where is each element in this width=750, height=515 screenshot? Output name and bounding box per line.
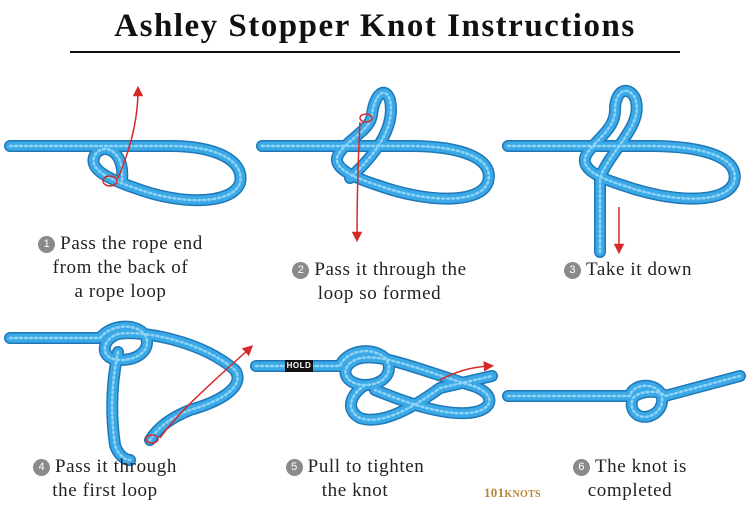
step-4-illustration (4, 320, 254, 466)
step-6-illustration (502, 370, 746, 423)
step-5-illustration (250, 345, 498, 426)
step-1-rope-end-marker (102, 175, 118, 187)
rope-step-6 (502, 370, 746, 423)
logo-number: 101 (484, 485, 505, 500)
rope-step-4 (4, 320, 244, 466)
step-1-line-3: a rope loop (74, 281, 167, 302)
step-2-illustration (256, 86, 495, 243)
logo-name: KNOTS (504, 489, 541, 500)
step-4-line-2: the first loop (52, 480, 158, 501)
step-5-line-2: the knot (321, 480, 389, 501)
step-1-line-2: from the back of (52, 257, 189, 278)
step-4-rope-end-marker (145, 434, 159, 444)
title-underline (70, 51, 680, 53)
hold-label: HOLD (285, 360, 313, 372)
page-title: Ashley Stopper Knot Instructions (114, 8, 636, 44)
step-3-number-badge: 3 (563, 262, 581, 279)
step-2-rope-end-marker (359, 113, 373, 123)
step-5-direction-arrow (439, 361, 495, 381)
step-3-illustration (502, 84, 741, 258)
rope-step-2 (256, 86, 495, 205)
site-logo: 101KNOTS (484, 485, 541, 501)
step-1-number-badge: 1 (38, 236, 56, 253)
step-4-number-badge: 4 (33, 459, 51, 476)
rope-step-1 (4, 140, 247, 207)
step-1-illustration (4, 85, 247, 207)
step-2-line-2: loop so formed (317, 283, 442, 304)
step-6-line-2: completed (587, 480, 673, 501)
rope-step-3 (502, 84, 741, 258)
step-1-direction-arrow (117, 85, 144, 179)
step-2-number-badge: 2 (292, 262, 310, 279)
rope-step-5 (250, 345, 498, 426)
step-5-number-badge: 5 (285, 459, 303, 476)
step-2-direction-arrow (351, 121, 363, 243)
step-6-number-badge: 6 (572, 459, 590, 476)
step-4-direction-arrow (159, 345, 254, 439)
